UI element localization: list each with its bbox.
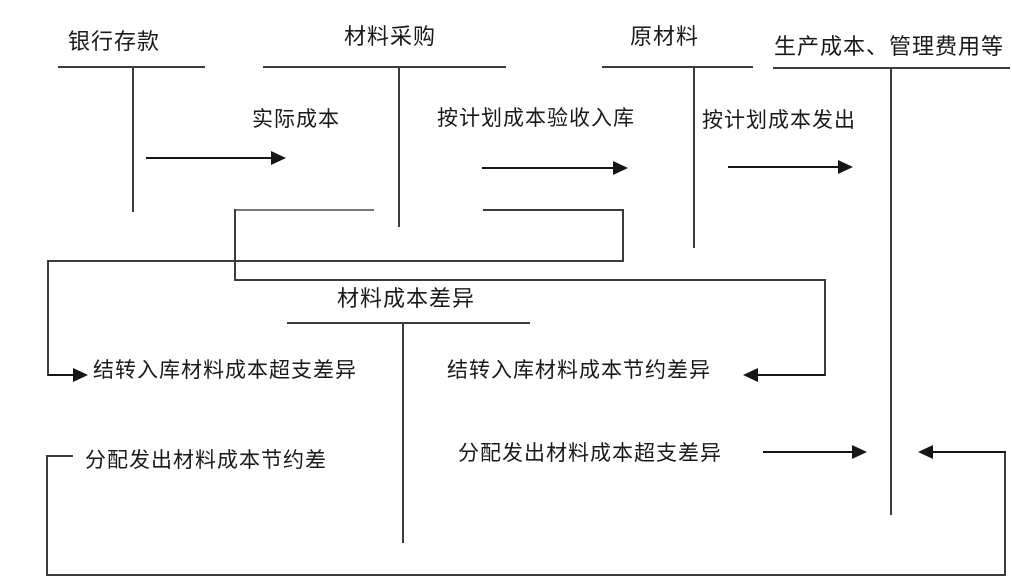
t-divider-raw-material [693, 66, 695, 248]
arrow-allocate-saving-head-icon [918, 445, 933, 459]
t-line-bank [58, 66, 205, 68]
arrow-allocate-overrun-stem [763, 451, 853, 453]
account-title-raw-material: 原材料 [630, 24, 700, 49]
arrow-transfer-overrun-stem [48, 374, 74, 376]
arrow-planned-issue-head-icon [838, 160, 853, 174]
label-planned-cost-issue: 按计划成本发出 [702, 109, 856, 132]
arrow-transfer-overrun-head-icon [73, 368, 88, 382]
connector-saving-right-drop [824, 279, 826, 376]
connector-allocate-saving-right-rise [1004, 451, 1006, 576]
connector-saving-left-drop [234, 209, 236, 281]
t-line-material-purchase [263, 66, 506, 68]
connector-allocate-saving-tick [47, 455, 73, 457]
account-title-bank: 银行存款 [68, 29, 161, 54]
connector-overrun-top-left-segment [235, 209, 374, 211]
arrow-transfer-saving-stem [757, 374, 825, 376]
label-planned-cost-inbound: 按计划成本验收入库 [437, 107, 635, 130]
arrow-allocate-overrun-head-icon [852, 445, 867, 459]
connector-overrun-long-horizontal [48, 260, 624, 262]
arrow-planned-issue-stem [728, 166, 839, 168]
connector-allocate-saving-bottom [46, 574, 1006, 576]
label-transfer-inbound-saving: 结转入库材料成本节约差异 [447, 359, 711, 382]
account-title-material-purchase: 材料采购 [344, 24, 437, 49]
connector-overrun-top-right-segment [483, 209, 624, 211]
t-divider-production-cost [890, 67, 892, 515]
t-divider-material-purchase [398, 66, 400, 227]
arrow-actual-cost-stem [146, 157, 272, 159]
account-title-production-cost: 生产成本、管理费用等 [774, 34, 1005, 59]
connector-allocate-saving-left-drop [46, 455, 48, 576]
arrow-planned-inbound-head-icon [613, 161, 628, 175]
t-line-material-cost-variance [287, 322, 530, 324]
arrow-transfer-saving-head-icon [743, 368, 758, 382]
label-allocate-issue-saving: 分配发出材料成本节约差 [85, 449, 327, 472]
arrow-planned-inbound-stem [482, 167, 614, 169]
label-actual-cost: 实际成本 [252, 108, 340, 131]
label-transfer-inbound-overrun: 结转入库材料成本超支差异 [93, 359, 357, 382]
connector-overrun-right-drop [622, 209, 624, 262]
connector-saving-long-horizontal [235, 279, 826, 281]
t-line-raw-material [602, 66, 753, 68]
t-divider-bank [132, 66, 134, 212]
connector-overrun-left-drop [47, 260, 49, 376]
account-title-material-cost-variance: 材料成本差异 [337, 286, 476, 311]
label-allocate-issue-overrun: 分配发出材料成本超支差异 [458, 442, 722, 465]
arrow-actual-cost-head-icon [271, 151, 286, 165]
t-divider-material-cost-variance [402, 322, 404, 543]
arrow-allocate-saving-stem [932, 451, 1006, 453]
